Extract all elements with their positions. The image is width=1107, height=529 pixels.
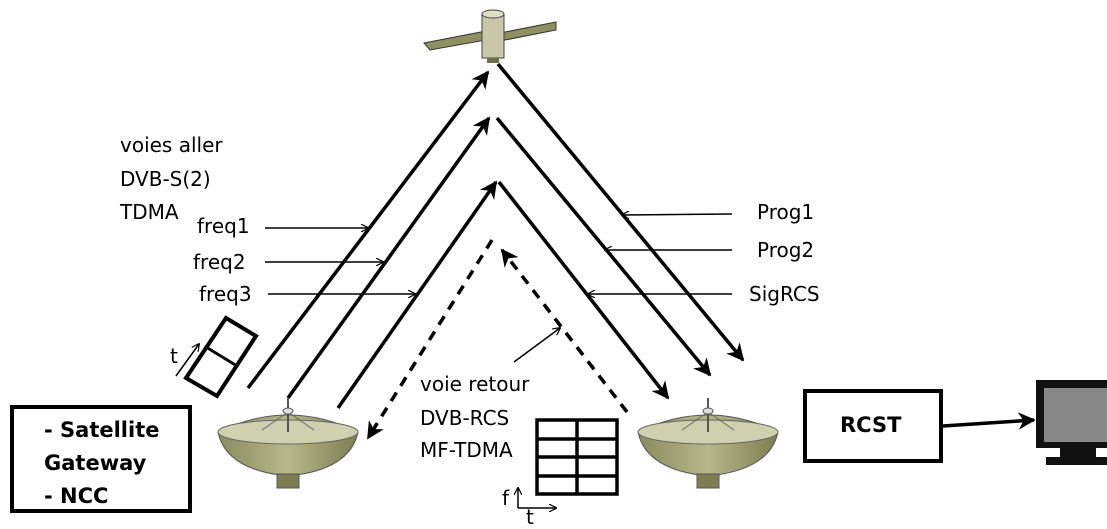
mf-tdma-grid-icon: [535, 418, 619, 496]
prog2-label: Prog2: [757, 238, 815, 262]
freq-pointer-lines: [265, 228, 415, 294]
uplink-arrows: [246, 70, 498, 410]
sigrcs-label: SigRCS: [749, 282, 820, 306]
return-line-3: MF-TDMA: [420, 438, 513, 462]
return-link-arrows: [366, 239, 629, 440]
return-line-2: DVB-RCS: [420, 406, 510, 430]
monitor-icon: [1036, 380, 1107, 465]
mf-tdma-axis-t-label: t: [526, 505, 534, 529]
gateway-dish-icon: [217, 398, 359, 489]
gateway-line-1: - Satellite: [44, 418, 160, 442]
forward-title-line-3: TDMA: [120, 200, 179, 224]
rcst-label: RCST: [840, 413, 902, 437]
satellite-icon: [423, 9, 557, 63]
gateway-box: [10, 405, 192, 513]
return-line-1: voie retour: [420, 372, 530, 396]
rcst-to-monitor-arrow: [942, 412, 1036, 430]
return-pointer-line: [513, 328, 560, 363]
rcst-box: [803, 389, 943, 463]
freq1-label: freq1: [197, 214, 250, 238]
downlink-arrows: [495, 62, 745, 400]
freq3-label: freq3: [199, 282, 252, 306]
freq2-label: freq2: [193, 250, 246, 274]
mf-tdma-axes: [518, 488, 556, 508]
tdma-frame-icon: [175, 315, 259, 399]
prog1-label: Prog1: [757, 200, 815, 224]
mf-tdma-axis-f-label: f: [502, 486, 510, 510]
forward-title-line-2: DVB-S(2): [120, 167, 211, 191]
forward-title-line-1: voies aller: [120, 133, 223, 157]
terminal-dish-icon: [637, 398, 779, 489]
tdma-axis-t-label: t: [170, 344, 178, 368]
gateway-line-2: Gateway: [44, 451, 147, 475]
program-pointer-lines: [588, 214, 733, 294]
gateway-line-3: - NCC: [44, 484, 109, 508]
